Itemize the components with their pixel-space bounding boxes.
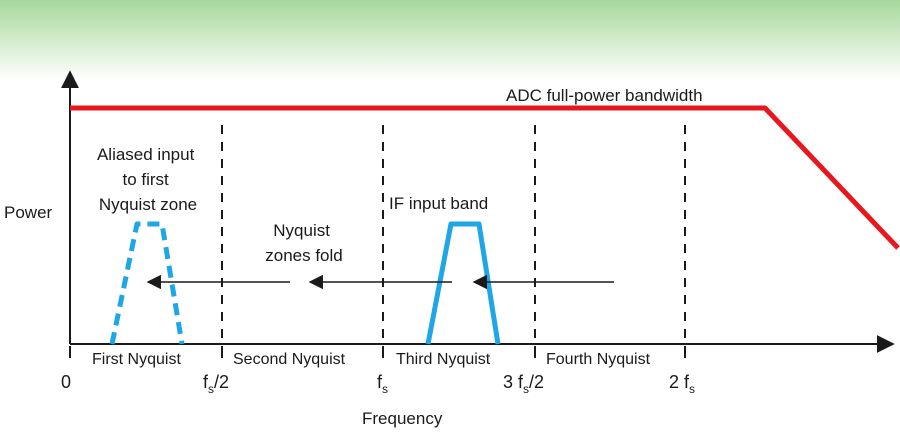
y-axis-label: Power — [4, 203, 53, 222]
zone-label-second: Second Nyquist — [233, 351, 346, 368]
adc-bandwidth-label: ADC full-power bandwidth — [506, 86, 703, 105]
boundary-label-fs-half: fs/2 — [203, 372, 229, 396]
origin-label: 0 — [61, 372, 71, 392]
zone-label-third: Third Nyquist — [396, 351, 491, 368]
boundary-label-2fs: 2 fs — [669, 372, 695, 396]
if-input-band-label: IF input band — [389, 194, 488, 213]
background-gradient-band — [0, 0, 900, 80]
zones-fold-annotation: Nyquist zones fold — [265, 221, 343, 265]
x-axis-label: Frequency — [362, 409, 443, 428]
boundary-label-3fs-half: 3 fs/2 — [503, 372, 544, 396]
aliased-signal-band — [109, 221, 185, 345]
aliased-input-annotation: Aliased input to first Nyquist zone — [97, 145, 199, 214]
adc-bandwidth-line — [70, 105, 900, 250]
if-input-signal-band — [425, 221, 501, 345]
zone-label-first: First Nyquist — [92, 351, 181, 368]
boundary-label-fs: fs — [377, 372, 388, 396]
zone-label-fourth: Fourth Nyquist — [546, 351, 651, 368]
